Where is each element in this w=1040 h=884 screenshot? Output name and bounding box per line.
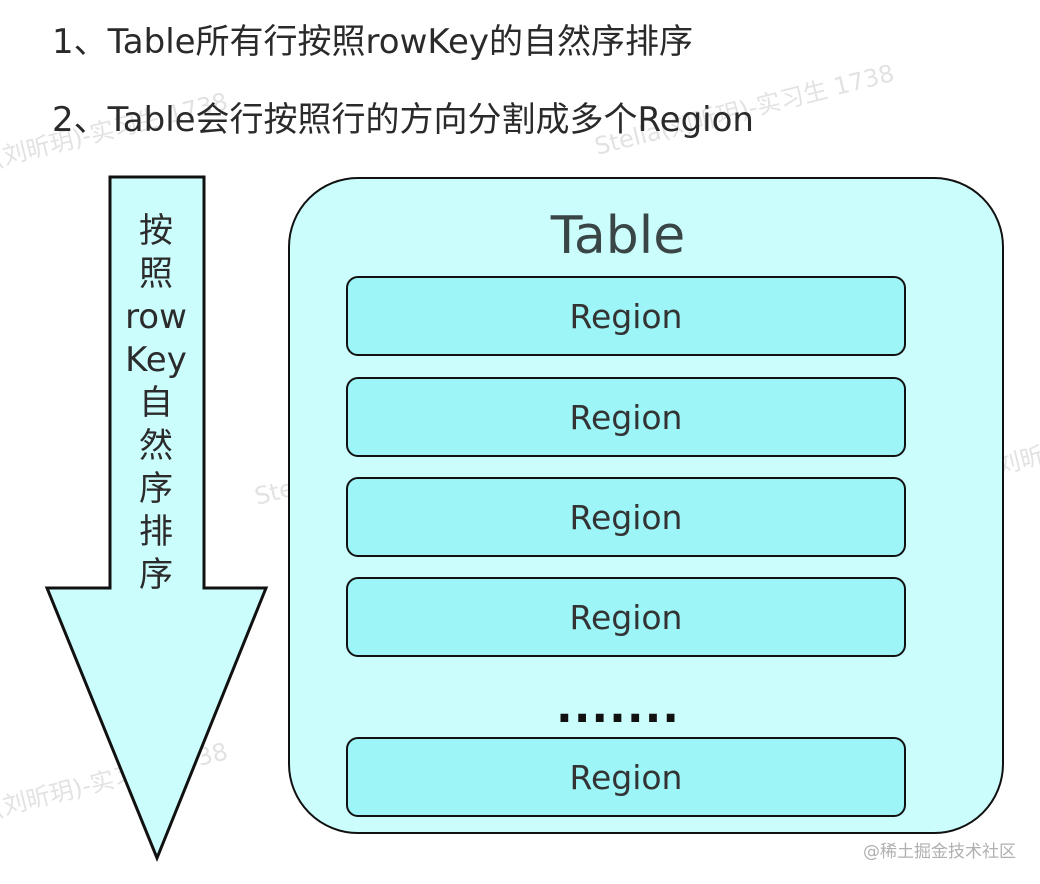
region-box: Region	[346, 477, 906, 557]
credit-text: @稀土掘金技术社区	[863, 842, 1016, 862]
arrow-label-char: 序	[139, 555, 173, 595]
arrow-label-char: 按	[139, 211, 173, 251]
arrow-label-char: 然	[139, 426, 173, 466]
region-box: Region	[346, 577, 906, 657]
arrow-label: 按 照 row Key 自 然 序 排 序	[110, 210, 202, 597]
ellipsis: .......	[556, 682, 681, 733]
region-box: Region	[346, 276, 906, 356]
arrow-label-char: row	[125, 297, 187, 337]
header-line-2: 2、Table会行按照行的方向分割成多个Region	[52, 100, 754, 140]
arrow-label-char: 排	[139, 512, 173, 552]
region-box-last: Region	[346, 737, 906, 817]
table-title: Table	[550, 206, 686, 266]
arrow-label-char: 序	[139, 469, 173, 509]
header-line-1: 1、Table所有行按照rowKey的自然序排序	[52, 22, 694, 62]
arrow-label-char: 照	[139, 254, 173, 294]
arrow-label-char: 自	[139, 383, 173, 423]
arrow-shape	[44, 175, 269, 862]
region-box: Region	[346, 377, 906, 457]
arrow-label-char: Key	[125, 340, 187, 380]
